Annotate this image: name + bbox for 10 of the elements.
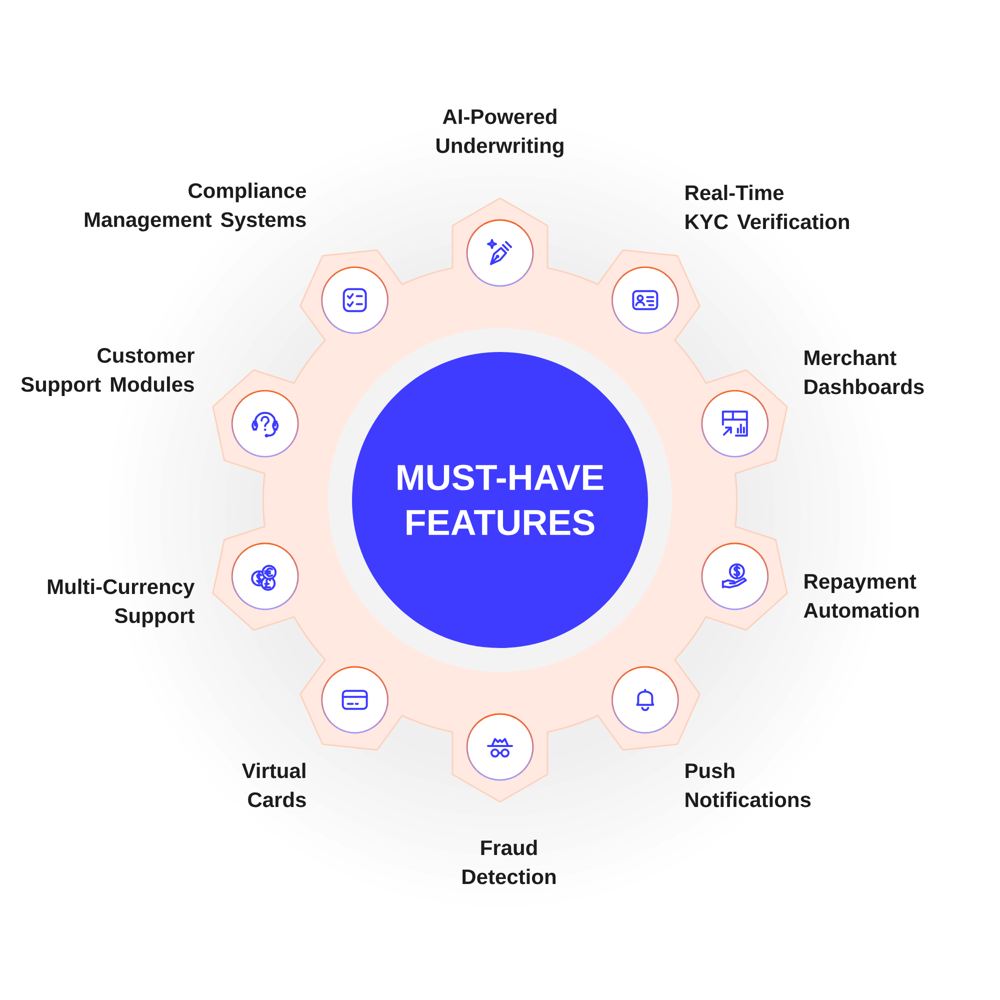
feature-label: Real-Time KYC Verification: [686, 184, 849, 230]
feature-label: Push Notifications: [686, 762, 811, 808]
feature-label: Customer Support Modules: [21, 348, 194, 396]
feature-label: Merchant Dashboards: [804, 350, 924, 394]
feature-label: Compliance Management Systems: [84, 182, 306, 232]
feature-label: Repayment Automation: [804, 574, 919, 618]
feature-label: Virtual Cards: [242, 762, 306, 808]
feature-label: Multi-Currency Support: [48, 578, 195, 628]
feature-label: Fraud Detection: [462, 840, 556, 884]
feature-label: AI-Powered Underwriting: [436, 108, 564, 158]
